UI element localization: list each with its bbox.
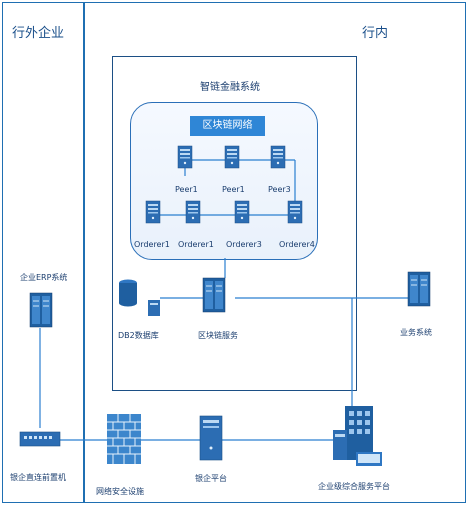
enterprise-service-platform-label: 企业级综合服务平台 xyxy=(318,482,390,491)
orderer2-label: Orderer1 xyxy=(178,240,214,249)
system-zone-label: 智链金融系统 xyxy=(200,82,260,93)
external-enterprise-zone xyxy=(2,2,84,503)
front-machine-icon xyxy=(19,431,61,447)
network-security-label: 网络安全设施 xyxy=(96,487,144,496)
blockchain-network-title: 区块链网络 xyxy=(190,116,265,136)
erp-label: 企业ERP系统 xyxy=(20,273,68,282)
internal-zone-label: 行内 xyxy=(362,26,389,41)
internal-zone xyxy=(84,2,466,503)
peer2-label: Peer1 xyxy=(222,185,245,194)
platform-server-icon xyxy=(199,415,223,461)
firewall-icon xyxy=(107,414,141,464)
orderer3-label: Orderer3 xyxy=(226,240,262,249)
orderer4-label: Orderer4 xyxy=(279,240,315,249)
peer3-label: Peer3 xyxy=(268,185,291,194)
external-zone-label: 行外企业 xyxy=(12,26,65,41)
peer1-label: Peer1 xyxy=(175,185,198,194)
orderer1-label: Orderer1 xyxy=(134,240,170,249)
business-system-label: 业务系统 xyxy=(400,328,432,337)
bank-enterprise-platform-label: 银企平台 xyxy=(195,474,227,483)
database-label: DB2数据库 xyxy=(118,331,159,340)
database-icon xyxy=(119,279,160,316)
smart-chain-finance-system-zone xyxy=(112,56,357,391)
blockchain-service-label: 区块链服务 xyxy=(198,331,238,340)
service-platform-icon xyxy=(333,406,382,466)
front-machine-label: 银企直连前置机 xyxy=(10,473,66,482)
